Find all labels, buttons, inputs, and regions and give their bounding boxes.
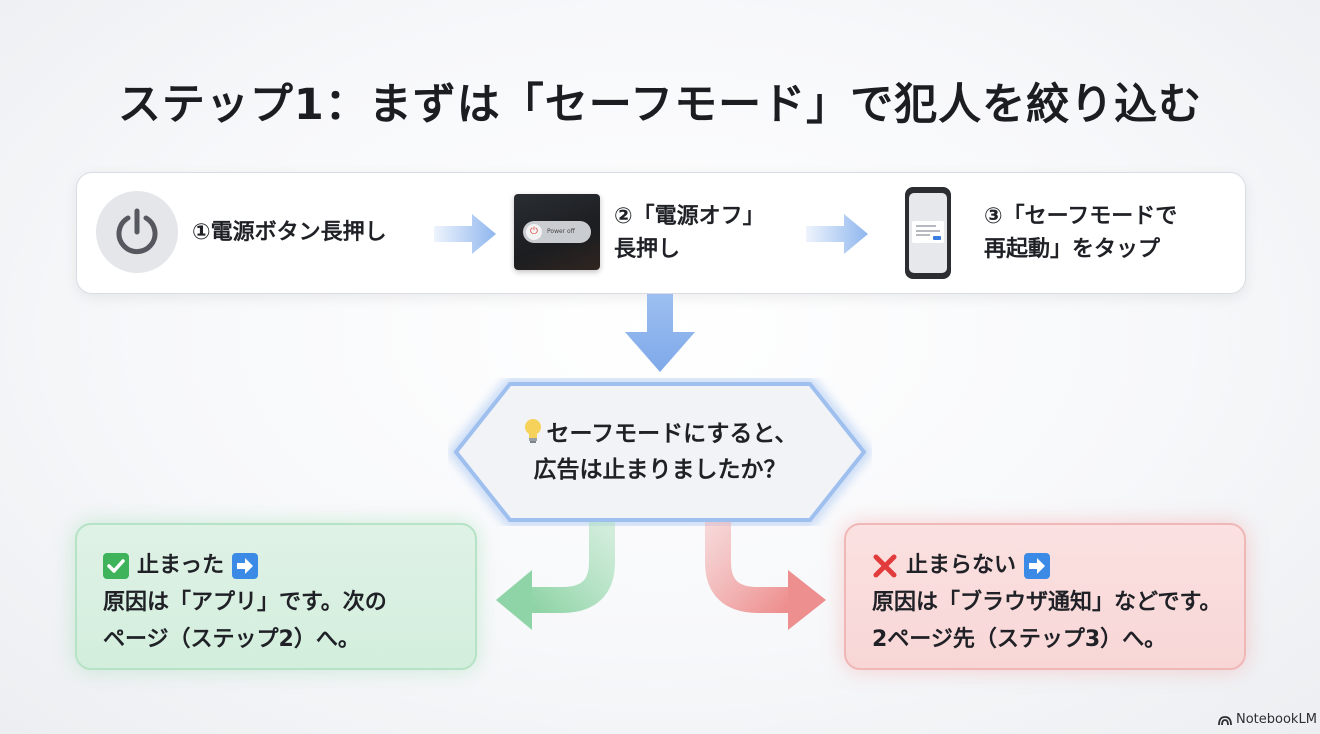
question-hexagon	[448, 378, 872, 526]
step1-label: ①電源ボタン長押し	[192, 220, 387, 245]
question-text: セーフモードにすると、 広告は止まりましたか？	[480, 416, 840, 488]
step3-label-line1: ③「セーフモードで	[984, 204, 1178, 229]
power-off-text: Power off	[547, 228, 575, 235]
result-no-head: 止まらない	[906, 553, 1017, 578]
phone-safe-mode-thumbnail	[905, 187, 951, 279]
result-yes-head: 止まった	[137, 553, 225, 578]
arrow-right-icon	[806, 214, 868, 254]
power-icon	[96, 191, 178, 273]
page-title: ステップ1：まずは「セーフモード」で犯人を絞り込む	[117, 80, 1203, 130]
curved-arrow-left-icon	[496, 522, 615, 630]
question-line2: 広告は止まりましたか？	[533, 457, 787, 483]
notebooklm-logo-icon	[1218, 716, 1232, 726]
brand-text: NotebookLM	[1236, 712, 1317, 727]
lightbulb-icon	[524, 419, 541, 443]
right-arrow-icon	[1024, 552, 1051, 579]
arrow-down-icon	[625, 294, 695, 372]
result-no-line1: 原因は「ブラウザ通知」などです。	[872, 590, 1222, 615]
result-yes-box: 止まった 原因は「アプリ」です。次の ページ（ステップ2）へ。	[75, 523, 477, 670]
power-off-slider-thumbnail: ⏻ Power off	[514, 194, 600, 270]
cross-mark-icon	[872, 553, 898, 579]
result-yes-line1: 原因は「アプリ」です。次の	[103, 590, 387, 615]
check-mark-icon	[103, 552, 129, 579]
question-line1: セーフモードにすると、	[546, 421, 798, 447]
brand-watermark: NotebookLM	[1218, 711, 1317, 729]
result-yes-line2: ページ（ステップ2）へ。	[103, 627, 360, 652]
arrow-right-icon	[434, 214, 496, 254]
right-arrow-icon	[232, 552, 259, 579]
step3-label-line2: 再起動」をタップ	[984, 237, 1161, 262]
step2-label-line1: ②「電源オフ」	[614, 204, 765, 229]
step2-label-line2: 長押し	[614, 237, 681, 262]
steps-panel	[76, 172, 1246, 294]
result-no-box: 止まらない 原因は「ブラウザ通知」などです。 2ページ先（ステップ3）へ。	[844, 523, 1246, 670]
result-no-line2: 2ページ先（ステップ3）へ。	[872, 627, 1167, 652]
curved-arrow-right-icon	[705, 522, 826, 630]
